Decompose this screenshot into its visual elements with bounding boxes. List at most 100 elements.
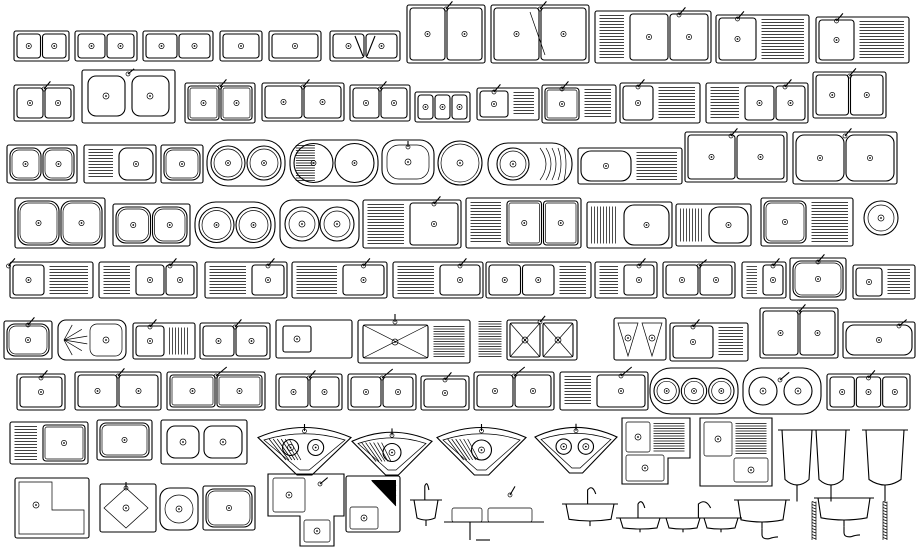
sink-double-small-1 [13, 30, 70, 62]
sink-corner-2 [351, 428, 433, 476]
sink-double-long-1 [465, 197, 582, 249]
sink-drainer-right-2 [815, 12, 910, 64]
sink-elevation-trap-2 [814, 497, 874, 538]
sink-drainer-left-5 [586, 201, 673, 249]
sink-corner-square-1 [14, 477, 90, 539]
sink-double-small-2 [74, 30, 138, 62]
sink-double-tap-1 [13, 80, 75, 122]
sink-double-tall-3 [812, 67, 887, 119]
sink-drainer-right-12 [669, 318, 749, 362]
sink-drainer-left-14 [9, 421, 89, 465]
sink-double-oval-3 [279, 199, 360, 249]
sink-triple-tap-1 [826, 369, 911, 411]
sink-corner-hatch-1 [345, 475, 401, 533]
sink-drainer-right-6 [577, 147, 683, 185]
sink-round-single-1 [437, 140, 483, 186]
sink-double-tap-5 [199, 318, 271, 360]
sink-double-tap-7 [166, 366, 266, 411]
sink-single-small-1 [219, 30, 263, 62]
sink-drainer-left-8 [204, 257, 288, 299]
sink-triple-small [414, 91, 471, 123]
sink-round-bowl-1 [381, 139, 435, 185]
sink-double-tap-3 [349, 80, 411, 122]
sink-double-tap-2 [261, 78, 345, 122]
sink-drainer-left-1 [594, 6, 712, 64]
sink-double-diamond-1 [357, 314, 471, 364]
sink-round-square-1 [159, 487, 199, 531]
sink-double-tall-6 [759, 303, 839, 359]
sink-double-diamond-2 [478, 315, 578, 361]
sink-double-nested-1 [160, 419, 248, 465]
sink-double-tap-9 [347, 368, 417, 411]
sink-double-tap-6 [74, 367, 162, 411]
sink-drainer-left-6 [675, 203, 752, 247]
sink-single-tap-4 [16, 369, 66, 411]
sink-double-small-3 [142, 30, 214, 62]
sink-round-single-2 [863, 200, 899, 236]
sink-single-tap-5 [420, 371, 470, 411]
sink-double-tall-2 [490, 0, 590, 64]
sink-double-cutout [81, 68, 176, 124]
sink-drainer-right-10 [852, 264, 916, 300]
sink-drainer-right-3 [476, 83, 540, 121]
sink-double-oval-1 [206, 139, 286, 187]
sink-elevation-tap-3 [616, 501, 664, 533]
sink-drainer-left-9 [291, 257, 388, 299]
sink-drainer-right-1 [715, 10, 810, 64]
sink-double-tap-4 [662, 259, 736, 299]
sink-drainer-left-13 [559, 366, 649, 411]
sink-drainer-right-5 [619, 78, 701, 124]
sink-single-tap-3 [842, 319, 916, 359]
sink-drainer-left-4 [362, 195, 462, 249]
sink-elevation-trap-1 [734, 499, 790, 540]
sink-drainer-right-11 [132, 318, 196, 360]
sink-corner-1 [257, 424, 352, 476]
sink-single-heavy-1 [96, 419, 153, 461]
sink-oval-drainer-1 [289, 139, 379, 187]
sink-single-small-2 [268, 30, 322, 62]
sink-single-tap-1 [789, 253, 847, 301]
sink-drainer-right-8 [6, 257, 94, 299]
sink-elevation-double-1 [778, 429, 850, 540]
sink-double-heavy [184, 78, 256, 124]
sink-double-tall-1 [406, 0, 486, 64]
sink-l-tall-1 [267, 473, 345, 547]
sink-l-shape-1 [621, 417, 691, 485]
sink-corner-diamond-1 [99, 482, 157, 533]
sink-elevation-double-2 [444, 486, 544, 541]
sink-double-round-3 [112, 203, 191, 247]
sink-triple-oval-1 [649, 367, 739, 415]
sink-oval-fan-1 [487, 142, 573, 186]
sink-double-round-1 [6, 144, 78, 184]
sink-round-pair-1 [742, 367, 822, 415]
sink-corner-3 [436, 424, 527, 476]
sink-double-oval-2 [194, 201, 276, 249]
sink-drainer-left-10 [392, 257, 484, 299]
sink-single-round-1 [160, 144, 204, 184]
sink-drainer-right-9 [485, 261, 592, 299]
sink-drainer-left-11 [594, 257, 658, 299]
sink-double-tall-5 [792, 127, 898, 185]
sink-double-round-2 [14, 197, 106, 249]
sink-single-heavy-2 [202, 485, 256, 531]
sink-drainer-right-7 [760, 197, 854, 247]
sink-elevation-single-1 [862, 429, 908, 540]
sink-single-square-1 [275, 319, 353, 359]
sink-drainer-left-2 [705, 78, 809, 124]
sink-double-v-1 [613, 317, 667, 361]
sink-double-tap-10 [473, 366, 555, 411]
sink-drainer-left-3 [83, 144, 157, 184]
sink-corner-4 [534, 423, 618, 474]
sink-elevation-tap-1 [410, 483, 442, 526]
sink-elevation-tap-2 [562, 487, 618, 527]
sink-l-shape-2 [699, 417, 773, 487]
sink-drainer-left-7 [98, 257, 198, 299]
sink-elevation-double-3 [662, 501, 742, 533]
sink-drainer-left-12 [741, 257, 787, 299]
sink-double-tap-8 [275, 369, 343, 411]
sink-double-angled [329, 30, 401, 62]
sink-fan-drainer-1 [57, 319, 127, 361]
sink-double-tall-4 [684, 127, 788, 183]
